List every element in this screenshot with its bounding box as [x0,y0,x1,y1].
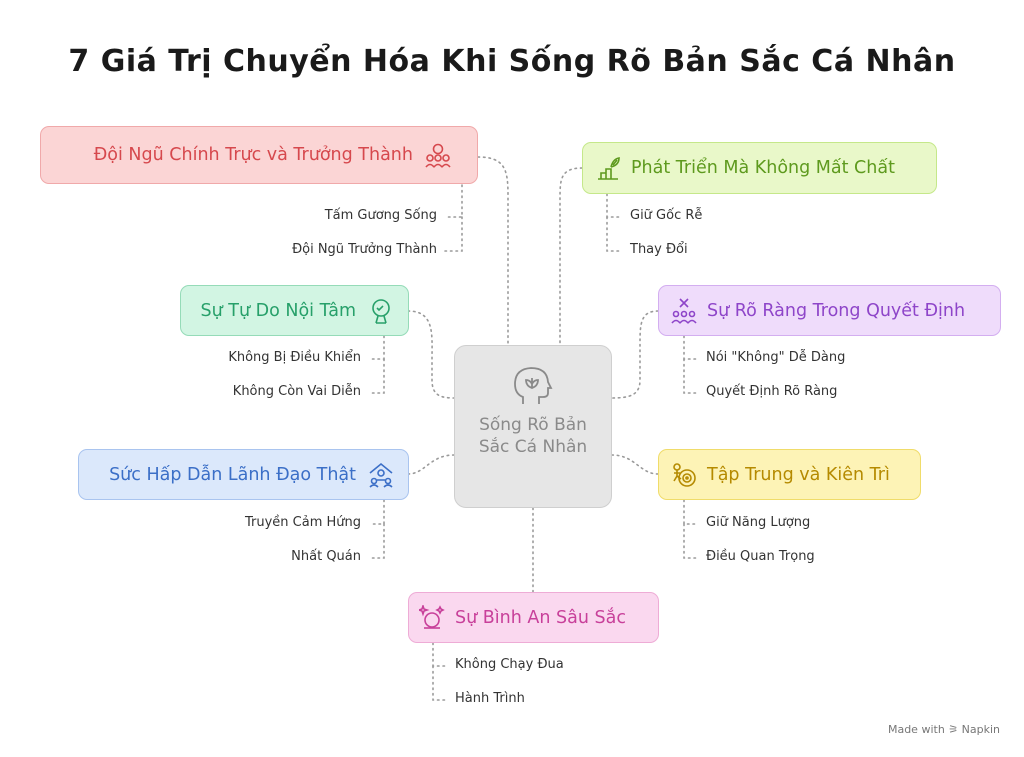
napkin-footer: Made with ⚞ Napkin [887,723,1000,736]
node-doi-ngu: Đội Ngũ Chính Trực và Trưởng Thành [40,126,478,184]
node-tap-trung-label: Tập Trung và Kiên Trì [707,464,890,485]
node-binh-an: Sự Bình An Sâu Sắc [408,592,659,643]
sub-truyen-cam-hung: Truyền Cảm Hứng [244,515,361,530]
sub-quyet-dinh-ro-rang: Quyết Định Rõ Ràng [706,384,838,399]
node-suc-hap-dan-label: Sức Hấp Dẫn Lãnh Đạo Thật [109,464,356,485]
free-mind-icon [368,298,394,324]
node-ro-rang-quyet-dinh: Sự Rõ Ràng Trong Quyết Định [658,285,1001,336]
sub-doi-ngu-truong-thanh: Đội Ngũ Trưởng Thành [292,242,437,257]
node-binh-an-label: Sự Bình An Sâu Sắc [455,607,626,628]
sub-dieu-quan-trong: Điều Quan Trọng [706,549,815,564]
node-phat-trien-label: Phát Triển Mà Không Mất Chất [631,158,895,178]
leader-icon [368,462,394,488]
team-icon [425,142,451,168]
peace-icon [419,604,445,631]
diagram-title: 7 Giá Trị Chuyển Hóa Khi Sống Rõ Bản Sắc… [68,44,956,79]
mind-lotus-icon [511,364,555,408]
decision-icon [671,297,697,324]
sub-nhat-quan: Nhất Quán [291,549,361,564]
sub-thay-doi: Thay Đổi [630,242,688,257]
target-icon [671,462,697,488]
node-suc-hap-dan: Sức Hấp Dẫn Lãnh Đạo Thật [78,449,409,500]
sub-noi-khong-de-dang: Nói "Không" Dễ Dàng [706,350,846,365]
sub-khong-con-vai-dien: Không Còn Vai Diễn [232,384,361,399]
node-tap-trung: Tập Trung và Kiên Trì [658,449,921,500]
sub-tam-guong-song: Tấm Gương Sống [324,208,437,223]
sub-giu-nang-luong: Giữ Năng Lượng [706,515,811,530]
sub-khong-bi-dieu-khien: Không Bị Điều Khiển [228,350,361,365]
center-label: Sống Rõ Bản Sắc Cá Nhân [478,415,588,457]
center-node: Sống Rõ Bản Sắc Cá Nhân [454,345,612,508]
growth-icon [595,155,621,181]
node-phat-trien: Phát Triển Mà Không Mất Chất [582,142,937,194]
sub-khong-chay-dua: Không Chạy Đua [455,657,564,672]
sub-giu-goc-re: Giữ Gốc Rễ [630,208,703,223]
node-tu-do-noi-tam-label: Sự Tự Do Nội Tâm [200,300,357,321]
node-tu-do-noi-tam: Sự Tự Do Nội Tâm [180,285,409,336]
node-ro-rang-quyet-dinh-label: Sự Rõ Ràng Trong Quyết Định [707,300,966,321]
node-doi-ngu-label: Đội Ngũ Chính Trực và Trưởng Thành [93,145,413,165]
sub-hanh-trinh: Hành Trình [455,691,525,706]
